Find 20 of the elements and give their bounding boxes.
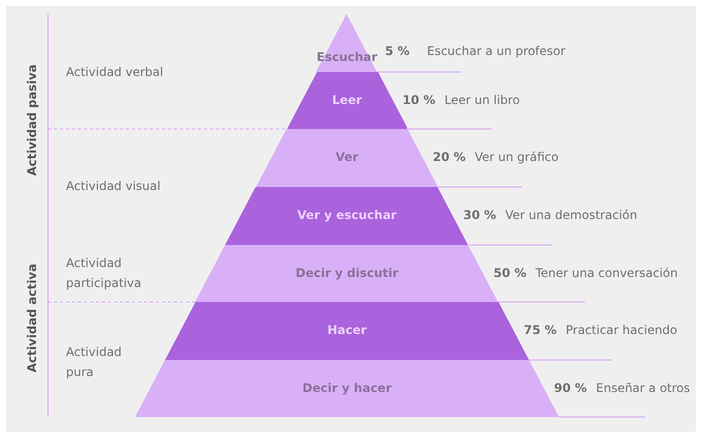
section-label: Actividad pasiva <box>24 63 40 178</box>
percentage-value: 75 % <box>524 323 557 337</box>
category-label: Actividad verbal <box>66 64 164 81</box>
section-label: Actividad activa <box>24 262 40 374</box>
percentage-value: 10 % <box>402 92 436 106</box>
description-text: Tener una conversación <box>536 266 678 280</box>
category-label: Actividad pura <box>66 344 123 381</box>
category-label: Actividad visual <box>66 178 162 195</box>
percentage-value: 5 % <box>385 44 410 58</box>
description-text: Practicar haciendo <box>566 323 678 337</box>
description-text: Ver una demostración <box>505 208 638 222</box>
percentage-value: 50 % <box>494 266 526 280</box>
description-text: Enseñar a otros <box>596 380 690 394</box>
category-label: Actividad participativa <box>66 255 142 292</box>
description-text: Ver un gráfico <box>474 150 559 164</box>
percentage-value: 90 % <box>554 380 587 394</box>
description-text: Leer un libro <box>444 92 520 106</box>
percentage-value: 30 % <box>463 208 496 222</box>
percentage-value: 20 % <box>432 150 466 164</box>
description-text: Escuchar a un profesor <box>427 44 566 58</box>
